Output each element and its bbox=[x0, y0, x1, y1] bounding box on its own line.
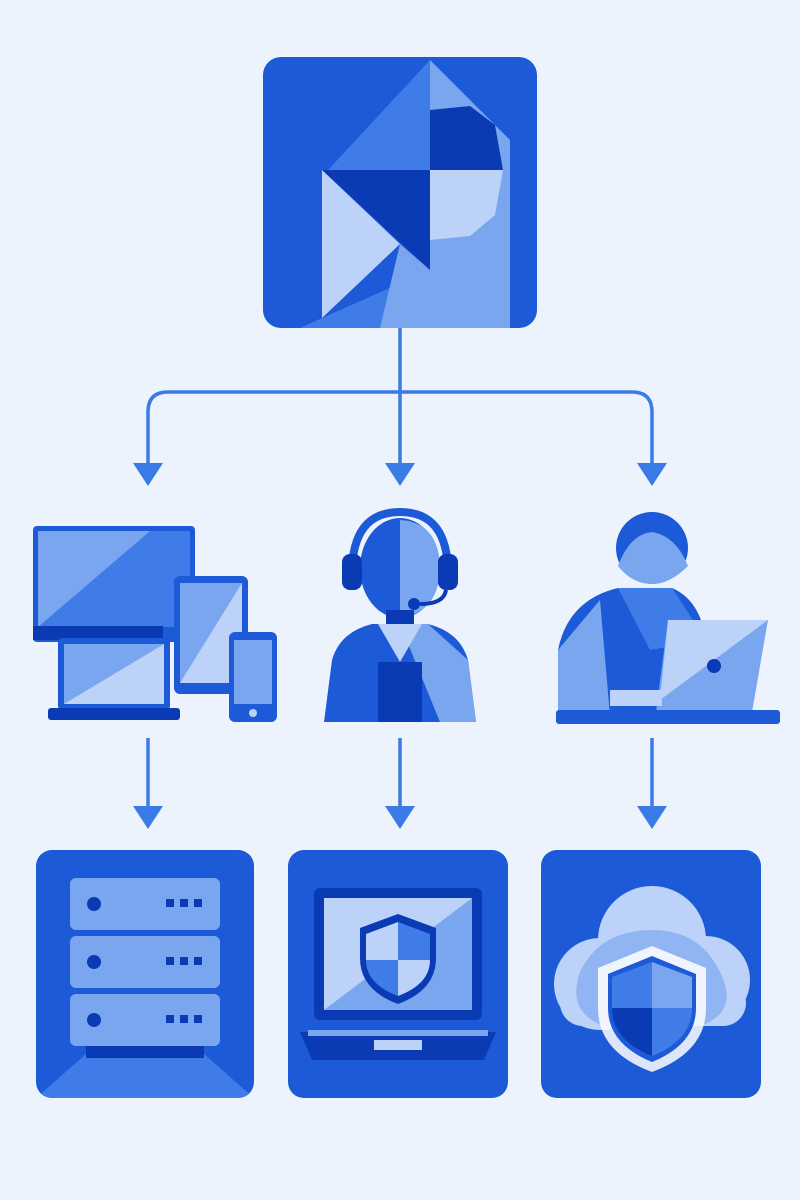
arrowhead-server bbox=[133, 806, 163, 829]
remote-worker-node bbox=[556, 512, 780, 724]
brand-logo-node bbox=[263, 57, 537, 328]
multi-device-icon bbox=[33, 526, 277, 722]
laptop-shield-icon bbox=[300, 888, 496, 1060]
endpoint-security-node bbox=[288, 850, 508, 1098]
server-rack-icon bbox=[70, 878, 220, 1058]
arrowheads bbox=[133, 463, 667, 829]
connector-branch bbox=[146, 390, 654, 468]
devices-node bbox=[33, 526, 277, 722]
server-rack-node bbox=[36, 850, 254, 1098]
laptop-user-icon bbox=[556, 512, 780, 724]
arrowhead-devices bbox=[133, 463, 163, 486]
shield-icon bbox=[598, 946, 706, 1072]
cloud-shield-icon bbox=[554, 886, 750, 1072]
cloud-security-node bbox=[541, 850, 761, 1098]
arrowhead-agent bbox=[385, 463, 415, 486]
shield-icon bbox=[360, 914, 436, 1004]
arrowhead-endpoint bbox=[385, 806, 415, 829]
support-agent-node bbox=[324, 507, 476, 722]
headset-agent-icon bbox=[324, 507, 476, 722]
arrowhead-cloud bbox=[637, 806, 667, 829]
connectors bbox=[146, 328, 654, 818]
arrowhead-worker bbox=[637, 463, 667, 486]
